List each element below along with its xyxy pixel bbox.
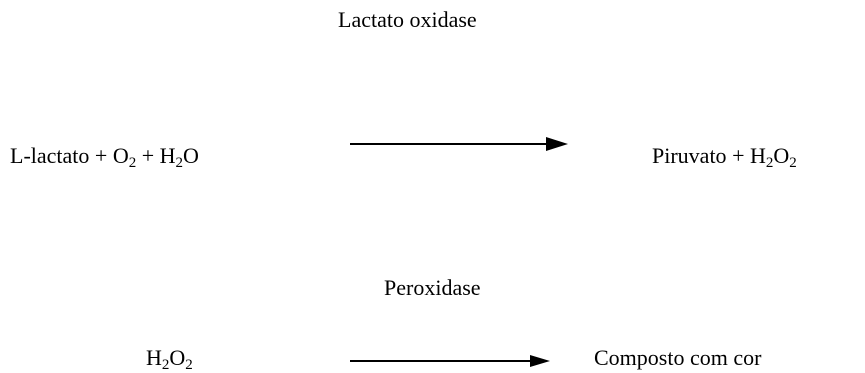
oxygen-symbol: O [112,143,129,168]
reaction-arrow-1 [350,137,568,151]
water-h-symbol: H [159,143,176,168]
plus-sign: + [89,143,113,168]
reaction2-reactants: H2O2 [146,345,193,373]
plus-sign: + [726,143,750,168]
reaction1-products: Piruvato + H2O2 [652,143,797,171]
pyruvate-label: Piruvato [652,143,727,168]
peroxide-o-symbol: O [169,345,186,370]
peroxide-h-symbol: H [749,143,766,168]
peroxide-o-subscript: 2 [789,155,797,171]
oxygen-subscript: 2 [128,155,137,171]
reaction2-products: Composto com cor [594,347,761,369]
water-o-symbol: O [183,143,199,168]
arrowhead-icon [546,137,568,151]
reaction-arrow-2 [350,355,550,367]
peroxide-h-subscript: 2 [161,357,170,373]
peroxide-o-subscript: 2 [185,357,193,373]
lactate-label: L-lactato [10,143,90,168]
colored-compound-label: Composto com cor [594,345,762,370]
peroxide-o-symbol: O [773,143,790,168]
reaction1-reactants: L-lactato + O2 + H2O [10,143,199,171]
enzyme-label-lactate-oxidase: Lactato oxidase [338,7,477,32]
water-h-subscript: 2 [175,155,184,171]
peroxide-h-symbol: H [146,345,162,370]
enzyme-label-peroxidase: Peroxidase [384,275,481,300]
plus-sign: + [136,143,160,168]
arrowhead-icon [530,355,550,367]
peroxide-h-subscript: 2 [765,155,774,171]
